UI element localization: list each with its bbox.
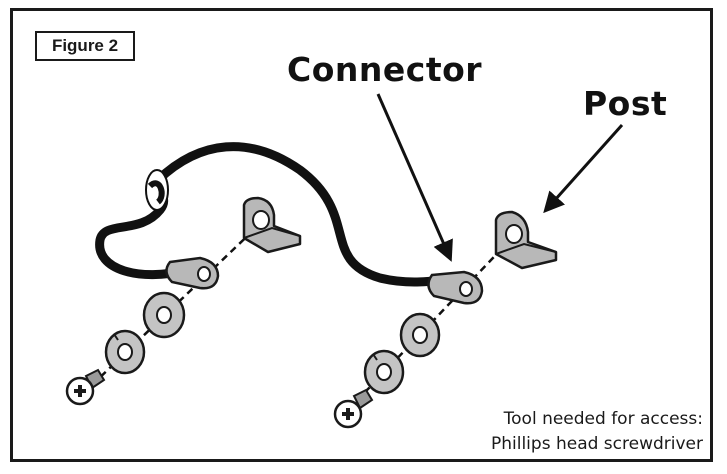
figure-label: Figure 2 bbox=[35, 31, 135, 61]
tool-note-line-2: Phillips head screwdriver bbox=[490, 434, 703, 454]
connector-pointer-arrow-icon bbox=[376, 93, 453, 262]
connector-callout: Connector bbox=[287, 50, 483, 89]
left-ring-terminal-icon bbox=[165, 256, 220, 290]
tool-note-line-1: Tool needed for access: bbox=[503, 409, 703, 429]
tool-note: Tool needed for access: Phillips head sc… bbox=[491, 407, 703, 457]
right-flat-washer-icon bbox=[399, 312, 441, 358]
right-phillips-screw-icon bbox=[333, 388, 374, 429]
left-lock-washer-icon bbox=[104, 329, 146, 375]
ground-cable bbox=[95, 142, 450, 287]
left-phillips-screw-icon bbox=[65, 368, 106, 406]
right-ring-terminal-icon bbox=[427, 270, 484, 305]
figure-frame bbox=[10, 8, 713, 462]
post-pointer-arrow-icon bbox=[543, 124, 624, 214]
right-terminal-post-icon bbox=[494, 210, 558, 270]
right-assembly bbox=[333, 210, 558, 429]
right-lock-washer-icon bbox=[363, 349, 405, 395]
left-assembly bbox=[65, 196, 302, 406]
left-flat-washer-icon bbox=[142, 291, 186, 339]
left-terminal-post-icon bbox=[242, 196, 302, 254]
cable-loop-highlight bbox=[145, 169, 169, 211]
post-callout: Post bbox=[583, 84, 668, 123]
